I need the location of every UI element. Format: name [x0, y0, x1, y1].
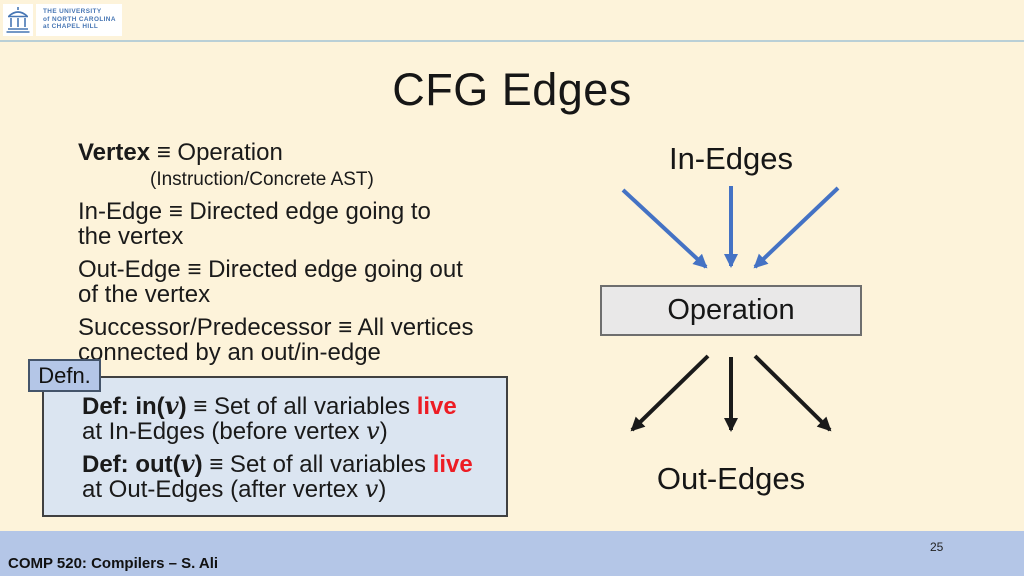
university-logo-text: THE UNIVERSITY of NORTH CAROLINA at CHAP…: [36, 4, 122, 36]
logo-line-2: of NORTH CAROLINA: [43, 15, 116, 23]
page-number: 25: [930, 540, 944, 554]
logo-line-3: at CHAPEL HILL: [43, 23, 99, 31]
vertex-definition-subnote: (Instruction/Concrete AST): [150, 169, 374, 190]
defn-tag: Defn.: [28, 359, 101, 392]
in-edge-arrow-left: [621, 188, 708, 269]
out-edges-label: Out-Edges: [656, 461, 806, 496]
header-divider-line: [0, 40, 1024, 42]
operation-node: Operation: [600, 285, 862, 336]
in-edge-arrow-right: [753, 186, 840, 269]
logo-line-1: THE UNIVERSITY: [43, 8, 102, 15]
unc-old-well-icon: [3, 4, 33, 36]
vertex-definition: Vertex ≡ Operation: [78, 139, 283, 166]
out-edge-arrow-left: [630, 354, 710, 432]
footer-bar: COMP 520: Compilers – S. Ali 25: [0, 531, 1024, 576]
out-edge-arrow-right: [753, 354, 832, 432]
old-well-glyph: [6, 7, 30, 33]
course-footer-text: COMP 520: Compilers – S. Ali: [8, 555, 219, 572]
slide-title: CFG Edges: [392, 64, 632, 115]
definitions-text-column: Vertex ≡ Operation (Instruction/Concrete…: [78, 140, 538, 373]
in-edges-label: In-Edges: [668, 141, 794, 176]
